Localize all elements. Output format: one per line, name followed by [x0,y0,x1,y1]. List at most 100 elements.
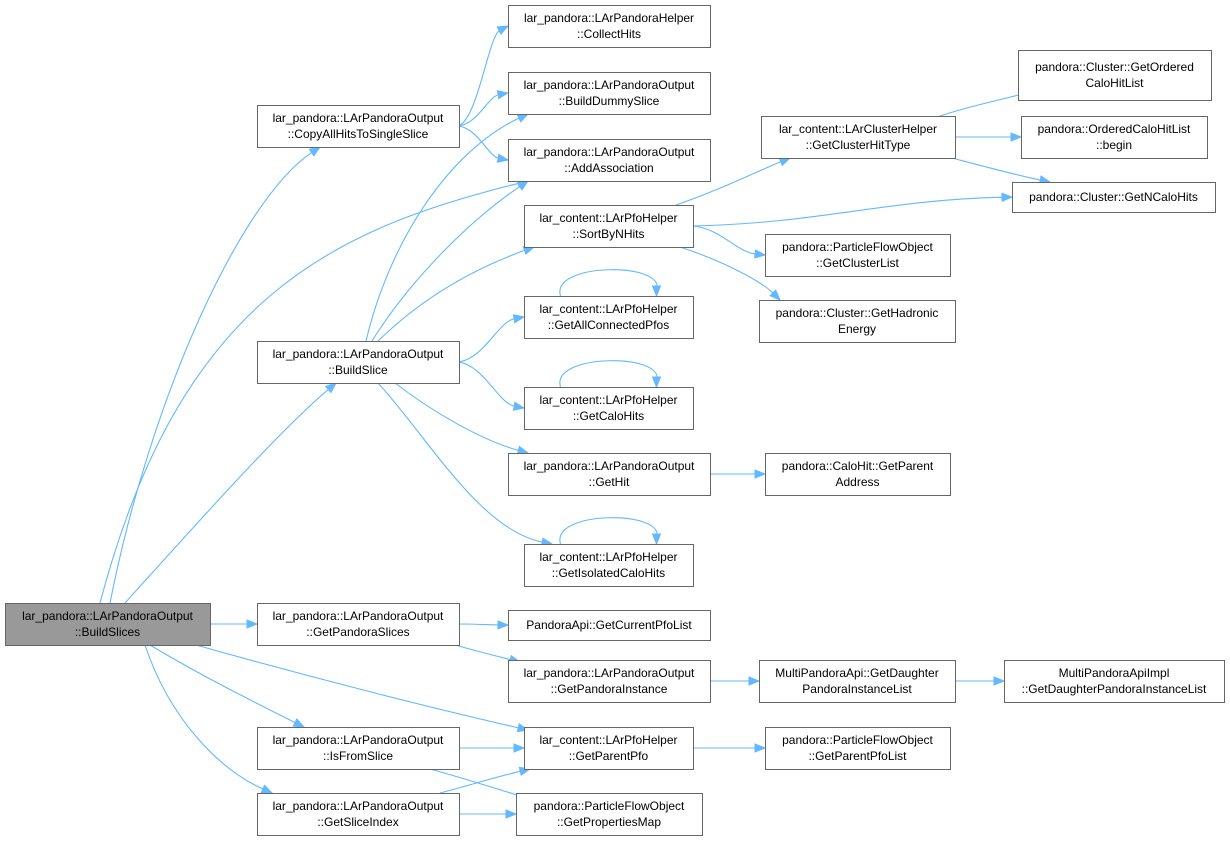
node-getdaughterimpl[interactable]: MultiPandoraApiImpl::GetDaughterPandoraI… [1004,660,1225,703]
node-box [508,139,711,182]
arrowhead [292,718,306,728]
node-collecthits[interactable]: lar_pandora::LArPandoraHelper::CollectHi… [508,5,711,48]
node-box [508,660,711,703]
node-label-line: pandora::OrderedCaloHitList [1038,122,1191,136]
node-builddummy[interactable]: lar_pandora::LArPandoraOutput::BuildDumm… [508,72,711,115]
node-label-line: MultiPandoraApi::GetDaughter [775,666,938,680]
node-label-line: ::BuildSlice [328,363,388,377]
edge-gethit-to-getparentaddress [710,469,767,479]
node-getcurrentpfolist[interactable]: PandoraApi::GetCurrentPfoList [508,610,711,641]
node-box [524,296,694,339]
node-isfromslice[interactable]: lar_pandora::LArPandoraOutput::IsFromSli… [257,727,460,770]
node-label-line: lar_content::LArPfoHelper [539,393,677,407]
node-getncalohits[interactable]: pandora::Cluster::GetNCaloHits [1012,182,1216,213]
node-label-line: lar_pandora::LArPandoraOutput [273,733,444,747]
node-box [524,544,694,587]
node-label-line: ::GetAllConnectedPfos [548,318,669,332]
node-label-line: pandora::Cluster::GetOrdered [1035,60,1194,74]
node-box [1021,116,1208,159]
node-box [257,341,460,384]
node-label-line: ::IsFromSlice [323,749,393,763]
arrowhead [1001,192,1014,202]
edge-copyall-to-builddummy [458,90,510,127]
edges-layer [99,25,1052,819]
arrowhead [993,676,1006,686]
node-getdaughterlist[interactable]: MultiPandoraApi::GetDaughterPandoraInsta… [759,660,956,703]
node-getclusterlist[interactable]: pandora::ParticleFlowObject::GetClusterL… [765,234,951,277]
edge-buildslice-to-builddummy [365,113,530,342]
node-getparentpfo[interactable]: lar_content::LArPfoHelper::GetParentPfo [524,727,694,770]
edge-buildslice-to-gethit [394,382,530,455]
node-getclusterhittype[interactable]: lar_content::LArClusterHelper::GetCluste… [761,116,956,159]
edge-getallconnected-to-getallconnected [559,269,662,298]
node-label-line: lar_content::LArPfoHelper [539,550,677,564]
arrowhead [308,146,322,157]
edge-buildslices-to-getparentpfo [195,644,530,733]
arrowhead [748,676,761,686]
edge-buildslices-to-isfromslice [149,644,306,728]
node-buildslices[interactable]: lar_pandora::LArPandoraOutput::BuildSlic… [5,603,211,646]
node-label-line: lar_content::LArPfoHelper [539,302,677,316]
edge-buildslice-to-getcalohits [458,361,526,411]
node-buildslice[interactable]: lar_pandora::LArPandoraOutput::BuildSlic… [257,341,460,384]
node-orderedbegin[interactable]: pandora::OrderedCaloHitList::begin [1021,116,1208,159]
node-box [1012,182,1216,213]
node-label-line: Energy [838,322,876,336]
node-box [516,793,703,836]
node-label-line: pandora::ParticleFlowObject [782,240,933,254]
edge-buildslice-to-getallconnected [458,314,526,363]
node-label-line: lar_pandora::LArPandoraOutput [22,609,193,623]
node-label-line: ::GetPandoraSlices [306,625,409,639]
node-label-line: Address [835,475,879,489]
node-label-line: ::GetIsolatedCaloHits [552,566,665,580]
node-getpandoraslices[interactable]: lar_pandora::LArPandoraOutput::GetPandor… [257,603,460,646]
node-getallconnected[interactable]: lar_content::LArPfoHelper::GetAllConnect… [524,296,694,339]
arrowhead [754,743,767,753]
node-getpropertiesmap[interactable]: pandora::ParticleFlowObject::GetProperti… [516,793,703,836]
node-label-line: lar_pandora::LArPandoraOutput [524,459,695,473]
node-label-line: pandora::CaloHit::GetParent [782,459,934,473]
node-copyall[interactable]: lar_pandora::LArPandoraOutput::CopyAllHi… [257,105,460,148]
edge-getclusterhittype-to-orderedbegin [954,132,1023,142]
edge-buildslice-to-addassoc [371,180,530,342]
node-gethit[interactable]: lar_pandora::LArPandoraOutput::GetHit [508,453,711,496]
node-getpandorainstance[interactable]: lar_pandora::LArPandoraOutput::GetPandor… [508,660,711,703]
node-getparentpfolist[interactable]: pandora::ParticleFlowObject::GetParentPf… [765,727,951,770]
edge-isfromslice-to-getparentpfo [458,743,526,753]
edge-sortbynhits-to-gethadronic [679,246,781,301]
node-getsliceindex[interactable]: lar_pandora::LArPandoraOutput::GetSliceI… [257,793,460,836]
arrowhead [513,743,526,753]
edge-buildslices-to-buildslice [124,382,338,604]
node-label-line: ::GetParentPfoList [808,749,907,763]
node-box [761,116,956,159]
arrowhead [496,25,510,35]
node-box [508,610,711,641]
edge-getparentpfo-to-getparentpfolist [692,743,767,753]
node-addassoc[interactable]: lar_pandora::LArPandoraOutput::AddAssoci… [508,139,711,182]
edge-copyall-to-collecthits [458,25,510,127]
edge-buildslices-to-getsliceindex [144,644,274,794]
node-label-line: ::AddAssociation [564,161,653,175]
arrowhead [512,314,526,324]
node-box [765,234,951,277]
node-box [1018,50,1212,101]
node-label-line: PandoraInstanceList [802,682,912,696]
node-box [508,72,711,115]
node-box [508,5,711,48]
node-sortbynhits[interactable]: lar_content::LArPfoHelper::SortByNHits [524,205,694,248]
node-label-line: PandoraApi::GetCurrentPfoList [526,618,692,632]
node-getisolated[interactable]: lar_content::LArPfoHelper::GetIsolatedCa… [524,544,694,587]
node-box [1004,660,1225,703]
edge-getcalohits-to-getcalohits [559,360,662,389]
node-getcalohits[interactable]: lar_content::LArPfoHelper::GetCaloHits [524,387,694,430]
node-label-line: ::GetDaughterPandoraInstanceList [1022,682,1207,696]
arrowhead [516,113,530,123]
edge-copyall-to-addassoc [458,125,510,163]
node-box [524,205,694,248]
node-label-line: ::GetPandoraInstance [551,682,668,696]
node-label-line: lar_pandora::LArPandoraOutput [524,145,695,159]
node-label-line: lar_content::LArPfoHelper [539,211,677,225]
